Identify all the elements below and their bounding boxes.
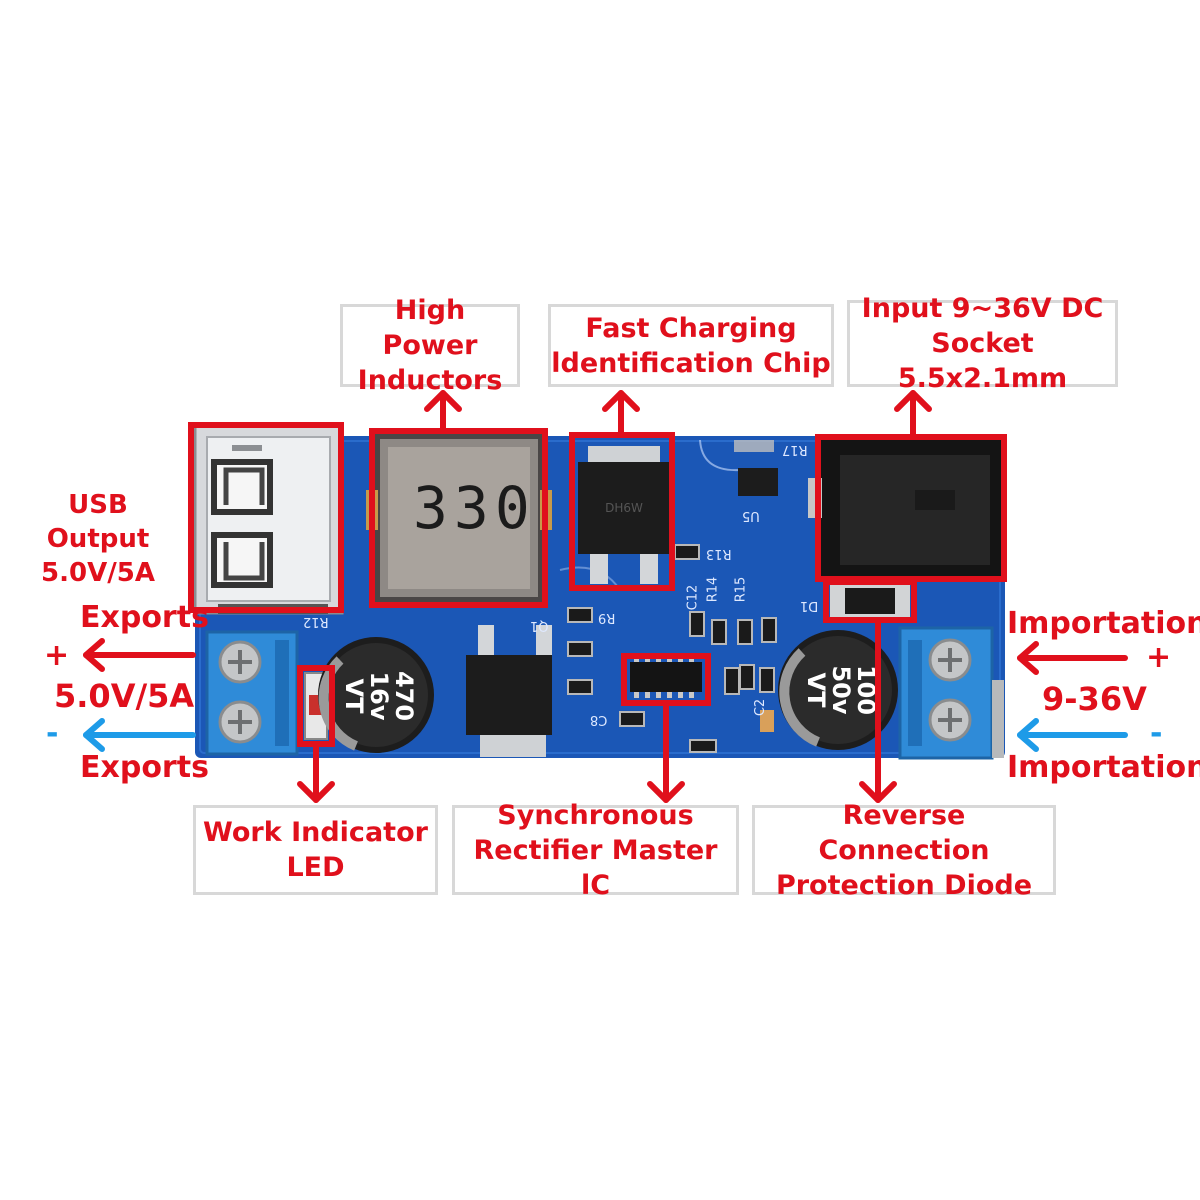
usb-highlight-box xyxy=(188,422,344,613)
diode-highlight-box xyxy=(823,579,917,623)
usb-port xyxy=(193,423,344,615)
mosfet-q1 xyxy=(466,625,552,757)
output-exports-top: Exports xyxy=(80,600,209,635)
fast-charging-chip: DH6W xyxy=(578,446,670,584)
protection-diode xyxy=(830,585,910,617)
inductor-marking: 330 xyxy=(413,474,536,542)
callout-input-dc-socket: Input 9~36V DC Socket 5.5x2.1mm xyxy=(847,293,1118,394)
input-terminal-block xyxy=(898,626,1004,760)
input-voltage: 9-36V xyxy=(1042,680,1147,718)
input-importation-top: Importation xyxy=(1007,606,1200,641)
output-voltage: 5.0V/5A xyxy=(54,677,195,715)
inductor-highlight-box xyxy=(369,428,548,608)
output-terminal-block xyxy=(205,630,299,756)
passive-components xyxy=(567,544,777,753)
callout-fast-charging-chip: Fast Charging ldentification Chip xyxy=(548,304,834,387)
output-plus-sign: + xyxy=(44,638,70,673)
led-highlight-box xyxy=(297,665,335,747)
svg-text:DH6W: DH6W xyxy=(605,501,643,515)
callout-reverse-protection-diode: Reverse Connection Protection Diode xyxy=(752,800,1056,901)
chip-highlight-box xyxy=(569,432,675,591)
input-importation-bottom: Importation xyxy=(1007,750,1200,785)
inductor xyxy=(366,434,552,602)
callout-high-power-inductors: High Power Inductors xyxy=(340,295,520,396)
output-exports-bottom: Exports xyxy=(80,750,209,785)
callout-synchronous-rectifier: Synchronous Rectifier Master lC xyxy=(452,800,739,901)
ic-highlight-box xyxy=(621,653,711,706)
callout-usb-output: USB Output 5.0V/5A xyxy=(41,490,155,588)
socket-highlight-box xyxy=(815,434,1007,582)
callout-work-indicator-led: Work Indicator LED xyxy=(193,805,438,895)
input-minus-sign: - xyxy=(1150,716,1163,751)
input-capacitor xyxy=(778,630,898,750)
input-plus-sign: + xyxy=(1146,640,1172,675)
output-minus-sign: - xyxy=(46,716,59,751)
